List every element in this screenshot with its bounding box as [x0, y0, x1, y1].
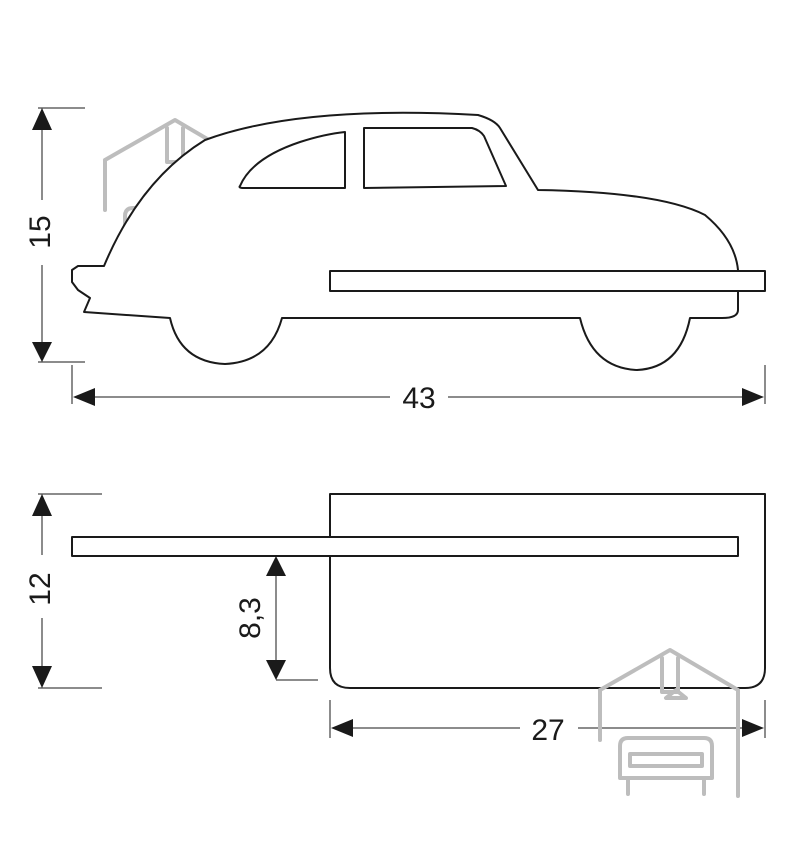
length-label: 43	[402, 382, 435, 415]
depth-label: 27	[531, 714, 564, 747]
front-view: 12 8,3 27	[24, 493, 766, 798]
side-view: 15 43	[24, 107, 766, 415]
height-dimension-15: 15	[24, 107, 85, 363]
front-window	[363, 127, 507, 189]
house-armchair-logo-watermark-bottom	[598, 648, 740, 798]
depth-dimension-27: 27	[329, 700, 766, 747]
shelf-height-label: 8,3	[234, 597, 267, 639]
front-height-label: 12	[24, 572, 57, 605]
height-dimension-12: 12	[24, 493, 102, 689]
side-shelf-board	[329, 270, 766, 292]
car-shelf-body-outline	[71, 111, 739, 371]
height-label: 15	[24, 215, 57, 248]
front-body-outline	[329, 493, 766, 689]
rear-window	[238, 131, 346, 189]
length-dimension-43: 43	[71, 365, 766, 415]
shelf-height-dimension-8-3: 8,3	[234, 556, 318, 681]
front-shelf-board	[71, 536, 739, 557]
